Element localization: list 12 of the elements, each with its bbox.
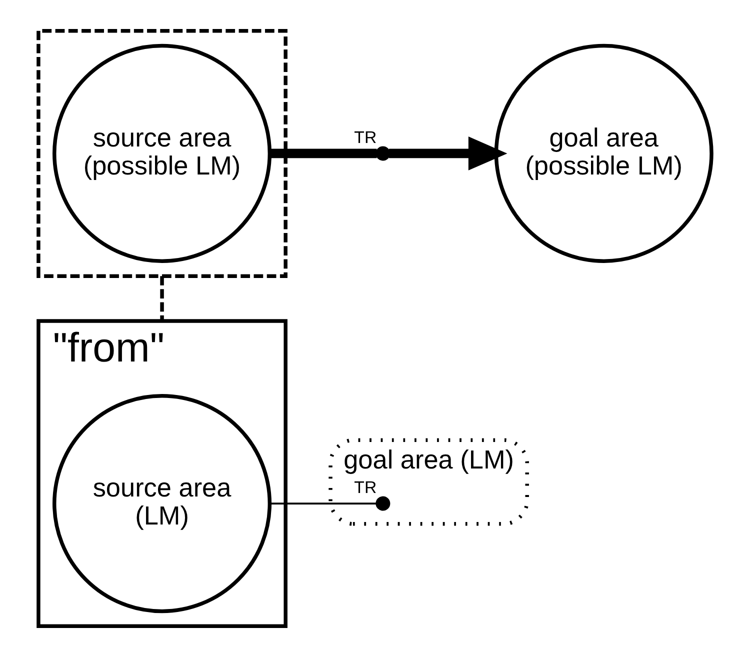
node-circle: goal area (possible LM) (494, 44, 714, 263)
connector (160, 276, 164, 321)
arrow (389, 136, 508, 170)
connector (270, 502, 377, 504)
node-label: TR (354, 478, 377, 497)
node-dot (376, 496, 390, 511)
node-dot (376, 146, 390, 161)
connector (270, 148, 377, 158)
cluster (36, 28, 288, 278)
node-circle: source area (possible LM) (52, 44, 272, 263)
node-label: TR (354, 128, 377, 147)
node-circle: source area (LM) (52, 394, 272, 614)
